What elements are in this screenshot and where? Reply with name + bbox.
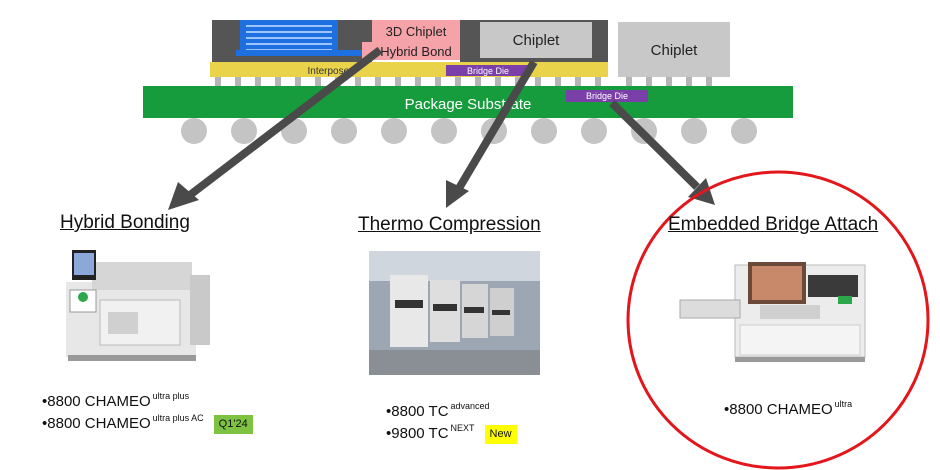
embedded-bridge-machine-image <box>679 262 866 362</box>
bullet: • <box>42 393 48 410</box>
hybrid-bond-label: Hybrid Bond <box>380 44 452 59</box>
center-chiplet-label: Chiplet <box>513 32 561 49</box>
interposer-label: Interposer <box>307 66 353 77</box>
product-name: 8800 TC <box>391 403 449 420</box>
right-chiplet-label: Chiplet <box>651 42 699 59</box>
arrow-thermo-compression <box>454 59 538 193</box>
right-chiplet-bumps <box>626 77 712 86</box>
package-substrate-label: Package Substrate <box>405 96 532 113</box>
bridge-die-substrate <box>566 90 648 102</box>
hybrid-bond-layer <box>362 42 470 60</box>
bullet: • <box>386 425 392 442</box>
section-title-thermo-compression: Thermo Compression <box>358 214 541 235</box>
highlight-circle <box>626 170 930 470</box>
section-title-embedded-bridge-attach: Embedded Bridge Attach <box>668 214 879 235</box>
hybrid-bonding-machine-image <box>66 250 210 361</box>
section-title-hybrid-bonding: Hybrid Bonding <box>60 212 190 233</box>
bridge-die-top-label: Bridge Die <box>467 66 509 76</box>
bullet: • <box>42 415 48 432</box>
3d-chiplet <box>372 20 460 42</box>
bullet: • <box>724 401 730 418</box>
product-name: 9800 TC <box>391 425 449 442</box>
status-badge: New <box>484 425 517 444</box>
product-variant: advanced <box>450 401 490 411</box>
status-badge: Q1'24 <box>213 415 253 434</box>
product-variant: ultra <box>834 399 853 409</box>
bridge-die-substrate-label: Bridge Die <box>586 91 628 101</box>
3d-chiplet-label: 3D Chiplet <box>386 24 447 39</box>
right-chiplet <box>618 22 730 77</box>
center-chiplet <box>480 22 592 58</box>
product-name: 8800 CHAMEO <box>729 401 833 418</box>
bullet: • <box>386 403 392 420</box>
product-name: 8800 CHAMEO <box>47 415 151 432</box>
arrow-embedded-bridge <box>609 100 700 190</box>
interposer <box>210 62 608 77</box>
product-name: 8800 CHAMEO <box>47 393 151 410</box>
package-substrate <box>143 86 793 118</box>
product-variant: ultra plus AC <box>152 413 204 423</box>
product-variant: ultra plus <box>152 391 190 401</box>
thermo-compression-machine-image <box>369 251 540 375</box>
blue-strip <box>236 50 366 56</box>
arrows <box>168 46 715 210</box>
arrow-hybrid-bonding <box>187 46 383 199</box>
interposer-bumps <box>215 77 601 86</box>
product-variant: NEXT <box>450 423 475 433</box>
bridge-die-top <box>446 65 530 76</box>
